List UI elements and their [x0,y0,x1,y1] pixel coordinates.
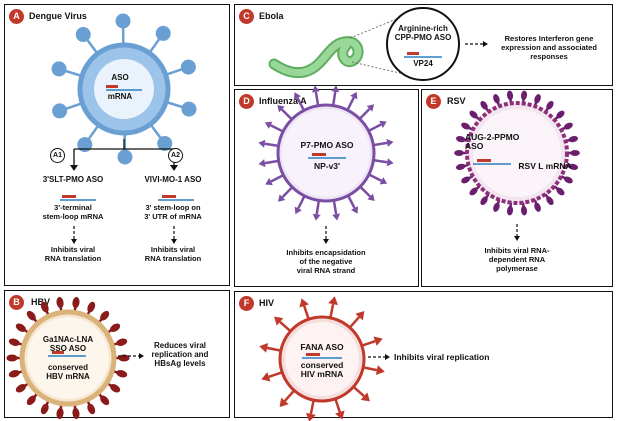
influenza-aso-strip [308,153,346,159]
influenza-effect: Inhibits encapsidation of the negative v… [286,248,366,275]
panel-d-title: Influenza A [259,96,307,106]
ebola-aso-name: Arginine-rich CPP-PMO ASO [394,24,452,42]
dengue-virus-illustration [51,13,197,244]
ebola-virus-illustration [268,7,488,81]
hbv-effect: Reduces viral replication and HBsAg leve… [151,341,209,368]
influenza-aso-name: P7-PMO ASO [300,140,354,150]
rsv-effect: Inhibits viral RNA- dependent RNA polyme… [484,246,550,273]
hbv-target: conserved HBV mRNA [46,363,90,381]
hiv-effect: Inhibits viral replication [394,352,490,362]
panel-b-badge: B [9,295,24,310]
a1-aso-strip [60,195,96,201]
a2-effect: Inhibits viral RNA translation [144,245,202,263]
branch-a1-badge: A1 [50,148,65,163]
rsv-target: RSV L mRNA [518,161,572,171]
hbv-aso-strip [48,351,86,357]
a2-aso-name: VIVI-MO-1 ASO [144,175,202,184]
a2-target: 3' stem-loop on 3' UTR of mRNA [144,203,202,221]
panel-e-badge: E [426,94,441,109]
panel-c-badge: C [239,9,254,24]
hiv-virus-illustration [259,296,390,421]
panel-a-title: Dengue Virus [29,11,87,21]
hbv-aso-name: Ga1NAc-LNA SSO ASO [42,335,94,353]
panel-c-title: Ebola [259,11,284,21]
hbv-virus-illustration [6,297,144,419]
branch-a2-badge: A2 [168,148,183,163]
dengue-aso-strip [106,85,142,91]
influenza-target: NP-v3' [313,161,341,171]
panel-b-title: HBV [31,297,51,307]
rsv-virus-illustration [454,90,580,241]
a1-aso-name: 3'SLT-PMO ASO [42,175,104,184]
dengue-virus-mrna-label: mRNA [107,92,133,101]
ebola-aso-strip [404,52,442,58]
influenza-virus-illustration [258,85,394,244]
panel-f-title: HIV [259,298,275,308]
panel-a-badge: A [9,9,24,24]
rsv-aso-strip [473,159,511,165]
panel-d-badge: D [239,94,254,109]
hiv-aso-name: FANA ASO [300,342,344,352]
panel-e-title: RSV [447,96,466,106]
hiv-aso-strip [302,353,342,359]
ebola-effect: Restores Interferon gene expression and … [501,34,597,61]
a2-aso-strip [158,195,194,201]
panel-f-badge: F [239,296,254,311]
dengue-virus-aso-label: ASO [111,73,129,82]
a1-effect: Inhibits viral RNA translation [44,245,102,263]
rsv-aso-name: AUG-2-PPMO ASO [465,132,520,151]
a1-target: 3'-terminal stem-loop mRNA [42,203,104,221]
hiv-target: conserved HIV mRNA [300,360,344,379]
ebola-target: VP24 [413,59,433,68]
